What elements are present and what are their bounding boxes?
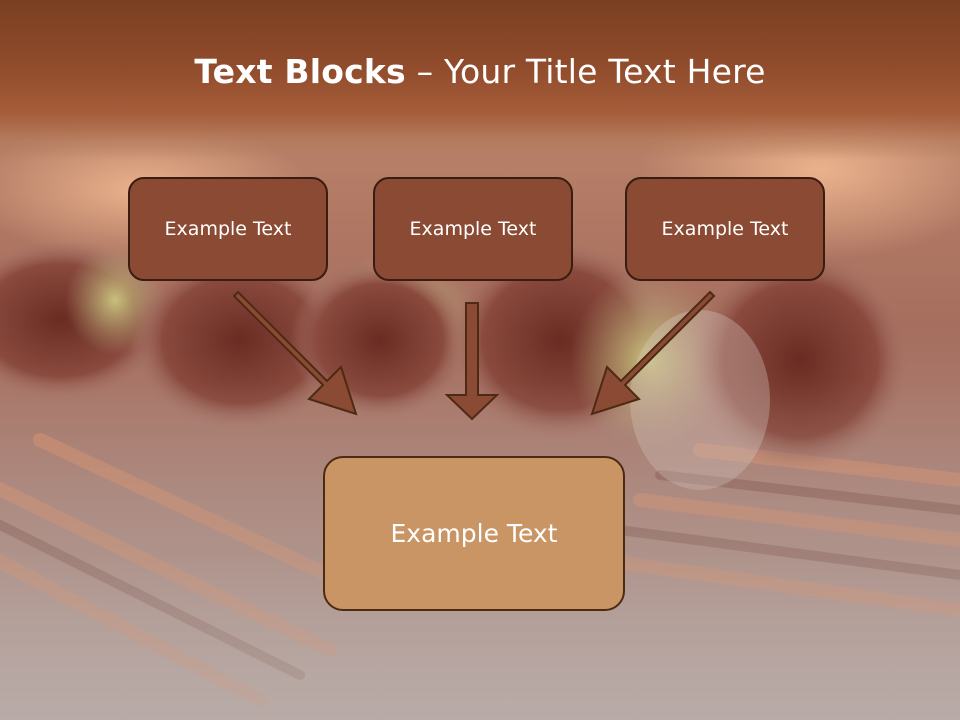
target-block[interactable]: Example Text — [323, 456, 625, 611]
text-block-3[interactable]: Example Text — [625, 177, 825, 281]
title-band — [0, 0, 960, 160]
title-dash: – — [405, 52, 444, 91]
arrow-right-icon — [590, 290, 716, 416]
arrow-center-icon — [444, 302, 500, 421]
text-block-2-label: Example Text — [409, 218, 537, 240]
slide-title: Text Blocks – Your Title Text Here — [0, 52, 960, 91]
text-block-2[interactable]: Example Text — [373, 177, 573, 281]
title-bold-part: Text Blocks — [194, 52, 406, 91]
arrow-left-icon — [232, 290, 358, 416]
text-block-1[interactable]: Example Text — [128, 177, 328, 281]
target-block-label: Example Text — [390, 519, 558, 548]
text-block-3-label: Example Text — [661, 218, 789, 240]
text-block-1-label: Example Text — [164, 218, 292, 240]
title-rest: Your Title Text Here — [443, 52, 766, 91]
